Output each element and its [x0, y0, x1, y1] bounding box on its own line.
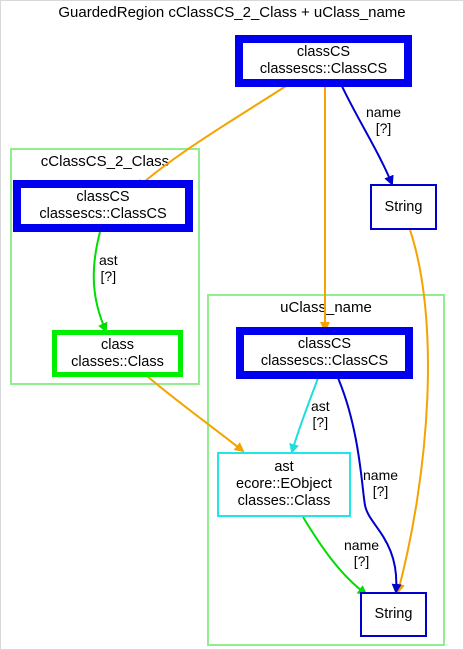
edge-label-ast-left-line2: [?]	[100, 268, 117, 284]
node-string-top[interactable]: String	[370, 184, 437, 230]
edge-left-class-to-ast-obj	[146, 375, 245, 453]
diagram-title: GuardedRegion cClassCS_2_Class + uClass_…	[58, 4, 406, 21]
edge-label-ast-right-line1: ast	[311, 398, 330, 414]
node-string-bottom-label: String	[374, 606, 413, 622]
edge-label-name-bottom-line1: name	[344, 537, 380, 553]
edge-right-classcs-name	[337, 377, 402, 594]
node-right-classcs-line1: classCS	[297, 336, 352, 352]
node-top-line2: classescs::ClassCS	[259, 61, 388, 77]
edge-label-name-top-line2: [?]	[375, 120, 392, 136]
edge-right-classcs-ast	[289, 377, 319, 454]
edge-label-name-right-line1: name	[363, 467, 399, 483]
edge-label-ast-right: ast [?]	[311, 398, 330, 430]
node-left-class[interactable]: class classes::Class	[52, 330, 183, 377]
node-string-top-label: String	[384, 198, 423, 215]
edge-top-to-string-name	[339, 81, 394, 186]
edge-label-name-top-line1: name	[366, 104, 402, 120]
node-top-line1: classCS	[296, 44, 351, 60]
cluster-cclasscs-2-class: cClassCS_2_Class	[10, 148, 200, 385]
edge-label-name-right: name [?]	[363, 467, 398, 499]
node-ast-line2: ecore::EObject	[236, 476, 332, 492]
edge-label-name-top: name [?]	[366, 104, 401, 136]
edge-label-name-bottom-line2: [?]	[353, 553, 370, 569]
node-right-classcs-line2: classescs::ClassCS	[260, 353, 389, 369]
node-left-class-line2: classes::Class	[71, 353, 164, 370]
edge-label-ast-left: ast [?]	[99, 252, 118, 284]
edge-top-to-left-classcs	[135, 81, 293, 190]
node-left-classcs-line2: classescs::ClassCS	[39, 206, 167, 222]
node-ast-line3: classes::Class	[237, 493, 331, 509]
node-left-classcs[interactable]: classCS classescs::ClassCS	[13, 180, 193, 232]
node-right-classcs[interactable]: classCS classescs::ClassCS	[236, 327, 413, 379]
cluster-label-left: cClassCS_2_Class	[40, 153, 170, 170]
edge-string-top-to-string-bottom	[395, 229, 429, 594]
node-ast-line1: ast	[274, 459, 294, 475]
edge-label-name-bottom: name [?]	[344, 537, 379, 569]
node-ast-eobject[interactable]: ast ecore::EObject classes::Class	[217, 452, 351, 517]
node-string-bottom[interactable]: String	[360, 592, 427, 637]
edge-label-ast-right-line2: [?]	[312, 414, 329, 430]
node-left-class-line1: class	[100, 336, 135, 353]
edge-label-ast-left-line1: ast	[99, 252, 118, 268]
node-left-classcs-line1: classCS	[76, 189, 130, 205]
edge-ast-obj-name	[302, 516, 368, 596]
edge-label-name-right-line2: [?]	[372, 483, 389, 499]
edge-left-classcs-ast	[92, 231, 108, 333]
node-top-classcs[interactable]: classCS classescs::ClassCS	[235, 35, 412, 87]
